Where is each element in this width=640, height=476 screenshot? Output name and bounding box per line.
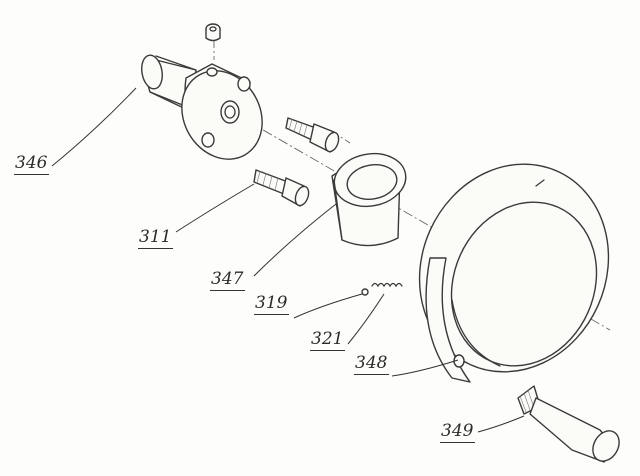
leader-348 [391, 359, 459, 377]
callout-348: 348 [354, 353, 390, 375]
callout-311: 311 [138, 227, 174, 249]
callout-346: 346 [14, 153, 50, 175]
socket-screw-upper [285, 117, 340, 153]
ring-bushing-347 [331, 152, 407, 247]
set-screw-top [205, 23, 221, 42]
handle-349 [517, 385, 620, 463]
callout-321: 321 [310, 329, 346, 351]
spring-321 [371, 282, 403, 288]
leader-347 [253, 203, 337, 277]
leader-lines [51, 87, 525, 433]
callout-319: 319 [254, 293, 290, 315]
pin-319 [361, 288, 369, 296]
leader-311 [175, 183, 255, 233]
socket-screw-lower [253, 169, 310, 207]
callout-349: 349 [440, 421, 476, 443]
leader-346 [51, 87, 137, 167]
leader-321 [347, 293, 385, 345]
hub-shaft-346 [141, 54, 263, 160]
leader-349 [477, 415, 525, 433]
handwheel-ring-348 [418, 163, 610, 383]
callout-347: 347 [210, 269, 246, 291]
leader-319 [293, 293, 363, 319]
